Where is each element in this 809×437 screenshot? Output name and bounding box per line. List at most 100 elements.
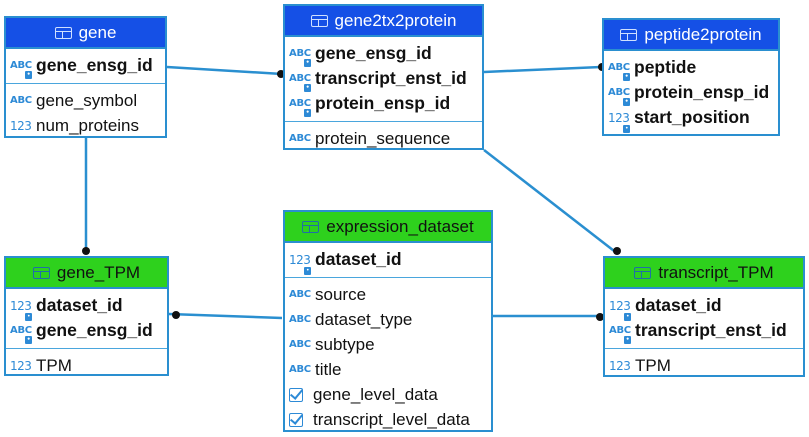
- key-icon: •: [623, 98, 630, 106]
- column-name: TPM: [635, 355, 671, 375]
- key-icon: •: [25, 312, 32, 321]
- column-name: transcript_level_data: [313, 409, 470, 429]
- key-icon: •: [624, 312, 631, 321]
- string-type-icon: ABC•: [609, 325, 631, 344]
- key-column-dataset-id[interactable]: 123•dataset_id: [6, 293, 167, 321]
- column-transcript-level-data[interactable]: transcript_level_data: [285, 407, 491, 432]
- column-name: gene_ensg_id: [36, 55, 153, 75]
- column-gene-symbol[interactable]: ABC gene_symbol: [6, 88, 165, 113]
- entity-title: peptide2protein: [644, 24, 762, 44]
- entity-title: gene_TPM: [56, 262, 141, 282]
- link-end-dot: [172, 311, 180, 319]
- key-column-transcript-enst-id[interactable]: ABC•transcript_enst_id: [605, 318, 803, 344]
- column-protein-sequence[interactable]: ABC protein_sequence: [285, 126, 482, 151]
- columns: ABC gene_symbol 123 num_proteins: [6, 83, 165, 143]
- column-name: source: [315, 284, 367, 304]
- column-name: dataset_id: [315, 249, 402, 269]
- link-end-dot: [82, 247, 90, 255]
- column-name: dataset_type: [315, 309, 413, 329]
- column-name: protein_sequence: [315, 128, 451, 148]
- entity-header[interactable]: expression_dataset: [285, 212, 491, 243]
- entity-header[interactable]: gene2tx2protein: [285, 6, 482, 37]
- key-column-gene-ensg-id[interactable]: ABC•gene_ensg_id: [285, 41, 482, 67]
- entity-header[interactable]: gene_TPM: [6, 258, 167, 289]
- numeric-type-icon: 123: [10, 118, 32, 133]
- column-source[interactable]: ABC source: [285, 282, 491, 307]
- key-icon: •: [304, 84, 311, 92]
- string-type-icon: ABC•: [608, 62, 630, 81]
- string-type-icon: ABC•: [10, 60, 32, 79]
- column-name: gene_symbol: [36, 90, 138, 110]
- key-column-start-position[interactable]: 123•start_position: [604, 105, 778, 133]
- key-column-gene-ensg-id[interactable]: ABC•gene_ensg_id: [6, 318, 167, 344]
- string-type-icon: ABC: [289, 339, 311, 350]
- link-gene2tx2protein-to-transcript-tpm: [483, 149, 619, 255]
- numeric-type-icon: 123: [10, 358, 32, 373]
- key-column-dataset-id[interactable]: 123•dataset_id: [605, 293, 803, 321]
- column-gene-level-data[interactable]: gene_level_data: [285, 382, 491, 407]
- entity-title: expression_dataset: [326, 216, 474, 236]
- string-type-icon: ABC: [289, 133, 311, 144]
- key-column-gene-ensg-id[interactable]: ABC•gene_ensg_id: [6, 53, 165, 79]
- column-name: TPM: [36, 355, 72, 375]
- key-icon: •: [624, 336, 631, 344]
- key-icon: •: [25, 336, 32, 344]
- key-icon: •: [623, 73, 630, 81]
- string-type-icon: ABC: [289, 289, 311, 300]
- column-name: transcript_enst_id: [635, 320, 787, 340]
- checkbox-icon: [289, 412, 303, 427]
- numeric-type-icon: 123•: [289, 252, 311, 275]
- numeric-type-icon: 123•: [609, 298, 631, 321]
- entity-title: gene: [78, 22, 117, 42]
- string-type-icon: ABC•: [10, 325, 32, 344]
- string-type-icon: ABC: [10, 95, 32, 106]
- column-tpm[interactable]: 123 TPM: [6, 353, 167, 378]
- string-type-icon: ABC•: [289, 98, 311, 117]
- key-column-protein-ensp-id[interactable]: ABC•protein_ensp_id: [285, 91, 482, 117]
- key-columns: 123•dataset_id: [285, 243, 491, 277]
- columns: 123 TPM: [6, 348, 167, 383]
- entity-title: gene2tx2protein: [334, 10, 457, 30]
- entity-header[interactable]: peptide2protein: [604, 20, 778, 51]
- key-column-dataset-id[interactable]: 123•dataset_id: [285, 247, 491, 275]
- string-type-icon: ABC•: [608, 87, 630, 106]
- table-icon: [620, 28, 638, 41]
- key-icon: •: [304, 59, 311, 67]
- key-column-protein-ensp-id[interactable]: ABC•protein_ensp_id: [604, 80, 778, 106]
- table-icon: [302, 220, 320, 233]
- key-icon: •: [304, 109, 311, 117]
- column-name: dataset_id: [635, 295, 722, 315]
- entity-header[interactable]: transcript_TPM: [605, 258, 803, 289]
- column-name: protein_ensp_id: [315, 93, 451, 113]
- link-end-dot: [613, 247, 621, 255]
- table-icon: [634, 266, 652, 279]
- table-icon: [32, 266, 50, 279]
- entity-header[interactable]: gene: [6, 18, 165, 49]
- column-name: num_proteins: [36, 115, 140, 135]
- key-column-transcript-enst-id[interactable]: ABC•transcript_enst_id: [285, 66, 482, 92]
- column-name: dataset_id: [36, 295, 123, 315]
- key-column-peptide[interactable]: ABC•peptide: [604, 55, 778, 81]
- table-icon: [54, 26, 72, 39]
- checkbox-icon: [289, 387, 303, 402]
- column-name: peptide: [634, 57, 697, 77]
- key-icon: •: [623, 124, 630, 133]
- link-gene2tx2protein-to-peptide2protein: [483, 65, 602, 74]
- column-name: gene_ensg_id: [36, 320, 153, 340]
- columns: ABC protein_sequence: [285, 121, 482, 156]
- column-num-proteins[interactable]: 123 num_proteins: [6, 113, 165, 138]
